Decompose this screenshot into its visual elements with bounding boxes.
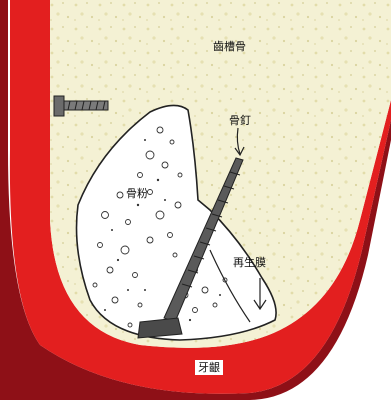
label-bone-nail: 骨釘 (229, 115, 251, 126)
label-cancellous-bone: 齒槽骨 (213, 41, 246, 52)
label-bone-powder: 骨粉 (126, 188, 148, 199)
label-regeneration-membrane: 再生膜 (233, 257, 266, 268)
label-gingiva: 牙齦 (195, 360, 223, 375)
